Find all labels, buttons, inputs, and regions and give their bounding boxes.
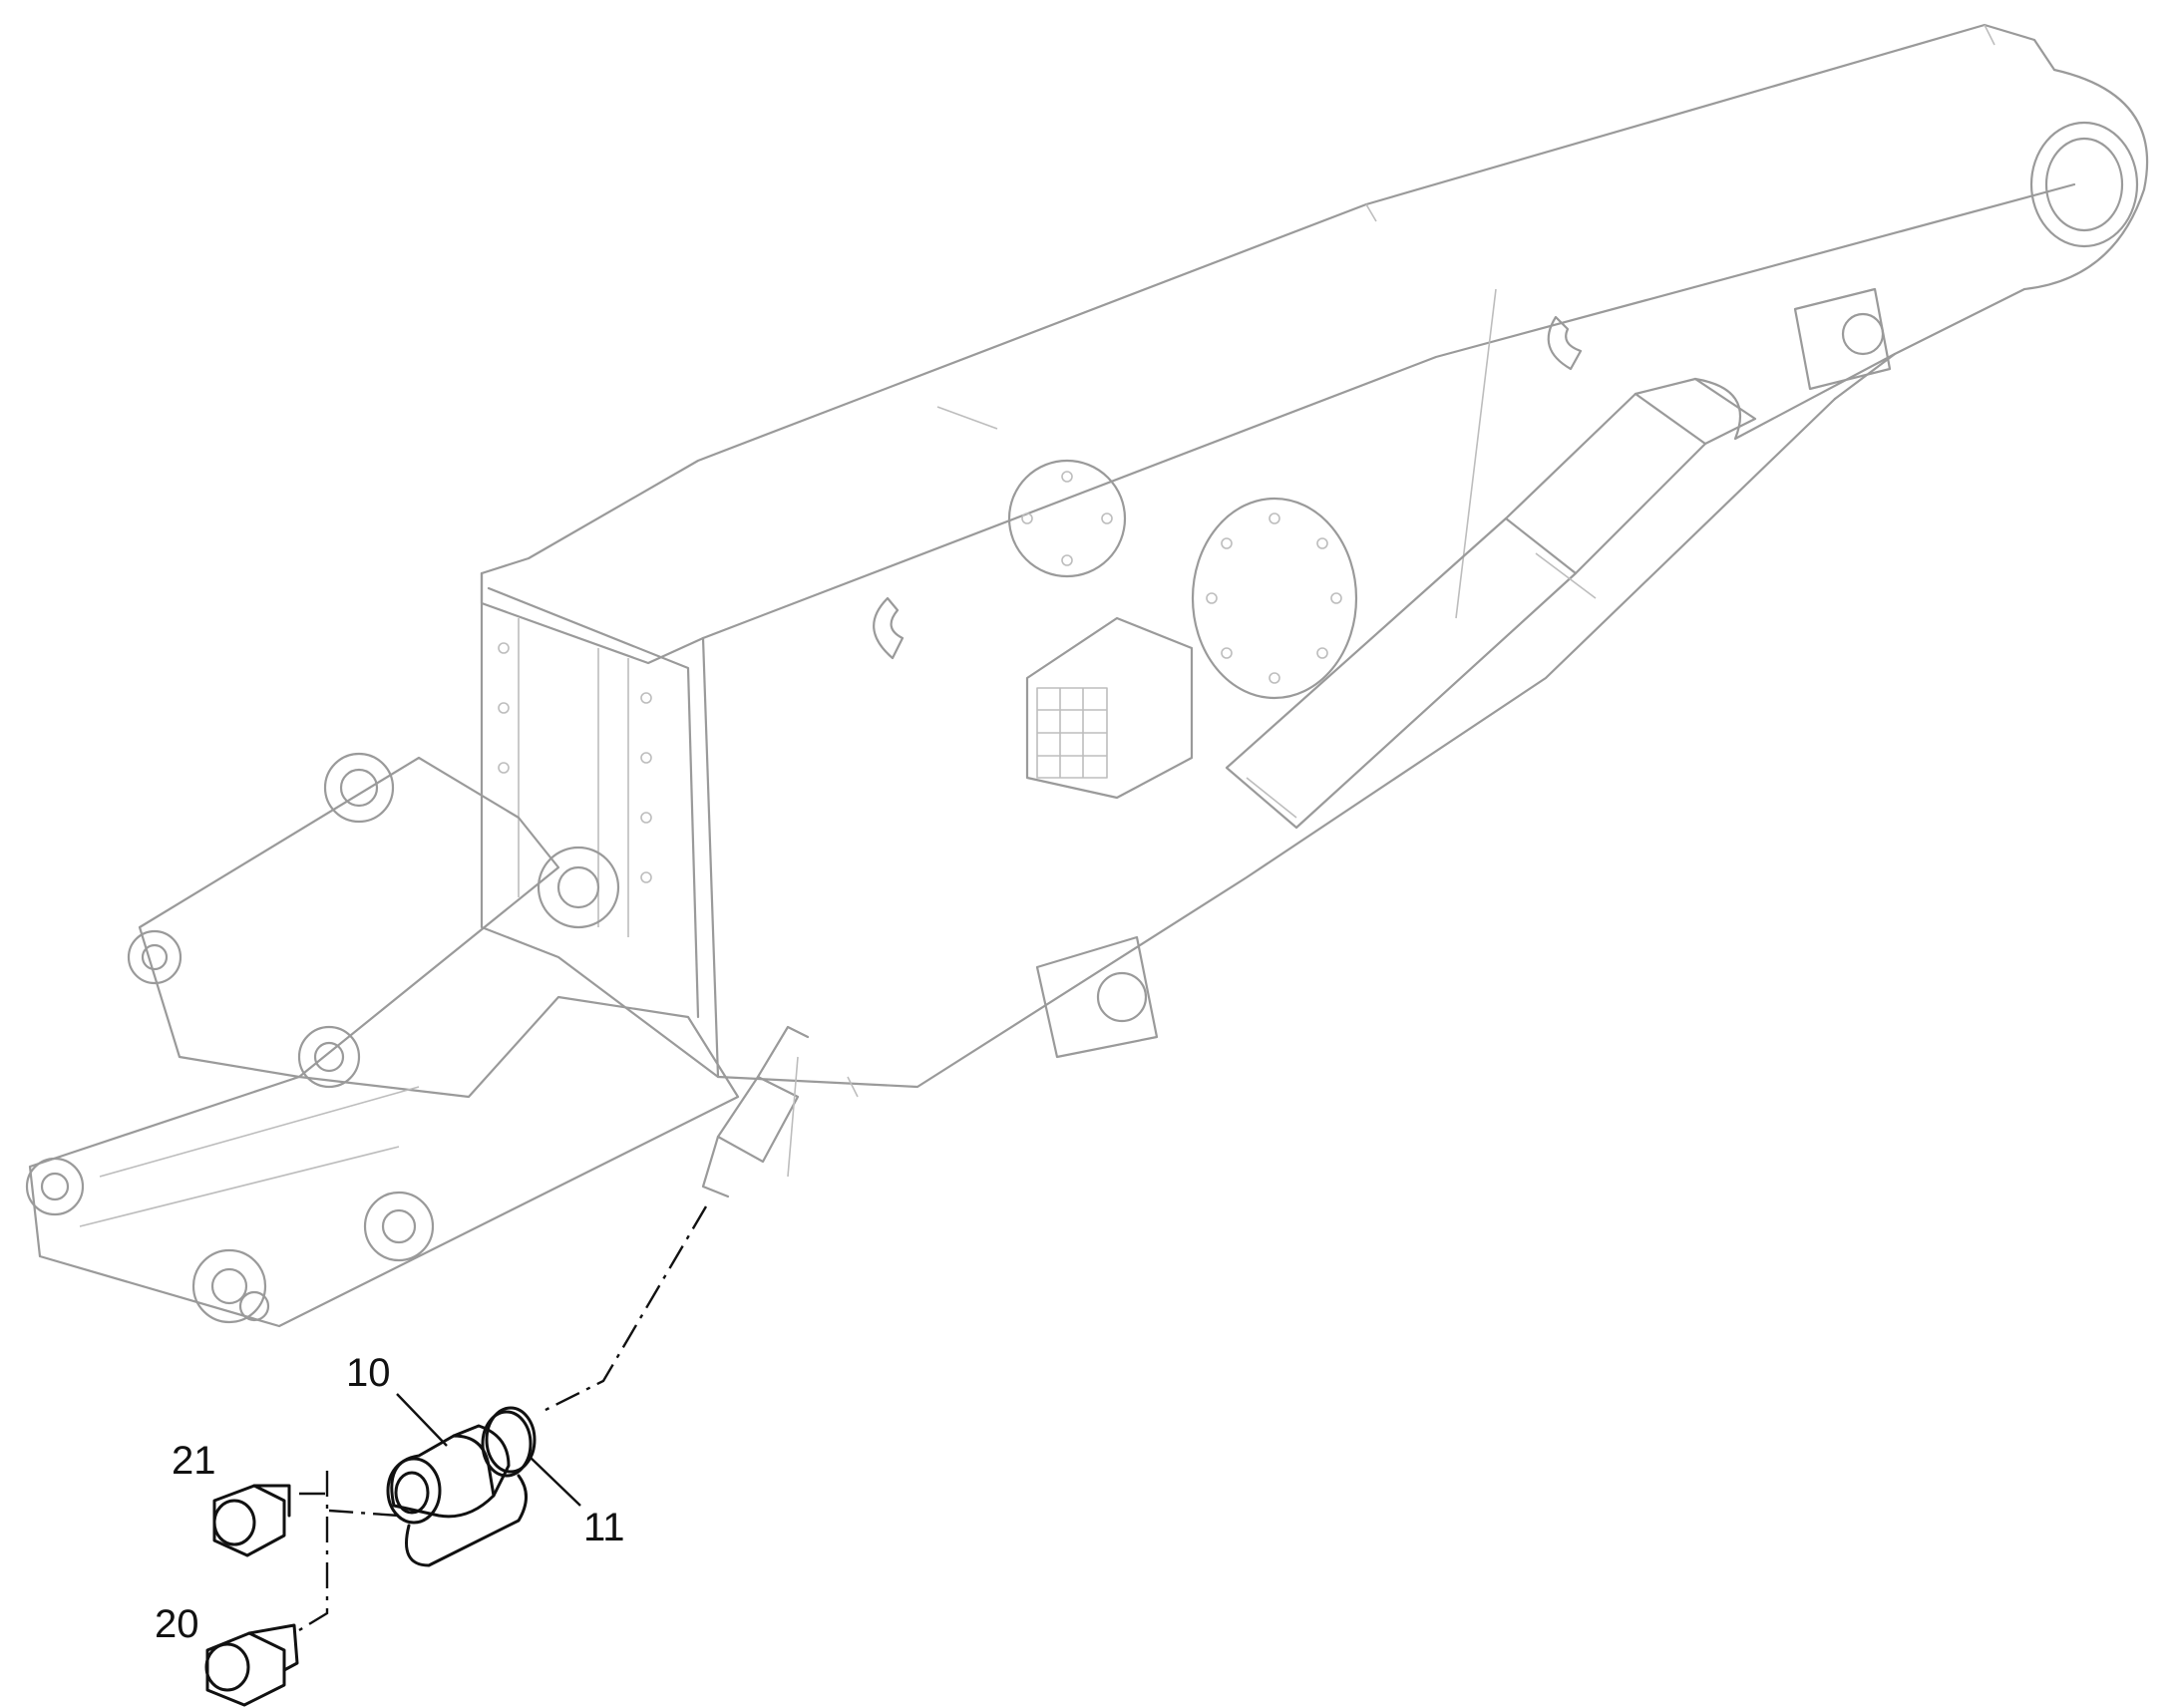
callout-11: 11 <box>583 1506 625 1549</box>
side-bracket <box>1035 935 1159 1059</box>
inspection-cover-large <box>1191 497 1358 700</box>
boom-assembly-drawing <box>25 23 2149 1328</box>
exploded-parts <box>204 1205 708 1707</box>
inspection-cover-small <box>1007 459 1127 578</box>
assembly-centerline-3 <box>298 1471 329 1632</box>
hydraulic-cylinder <box>1225 516 1578 830</box>
part-10-coupler <box>386 1424 528 1567</box>
linkage-arm-lower <box>28 995 740 1328</box>
grille-block <box>1025 616 1194 800</box>
assembly-centerline-2 <box>328 1509 400 1518</box>
leader-11 <box>528 1455 581 1507</box>
callout-10: 10 <box>346 1351 391 1395</box>
hose-fitting-location <box>716 1075 800 1164</box>
cover-bolts <box>1021 471 1342 684</box>
leader-10 <box>396 1393 448 1447</box>
linkage-arm-upper <box>138 756 560 1079</box>
boom-end-pin-bore <box>2029 121 2139 248</box>
callout-21: 21 <box>172 1439 216 1483</box>
part-21-nut-fitting <box>212 1484 291 1557</box>
part-20-nut-fitting <box>204 1623 299 1707</box>
assembly-centerline <box>543 1205 708 1413</box>
part-11-o-ring <box>481 1406 537 1478</box>
callout-20: 20 <box>155 1602 199 1646</box>
